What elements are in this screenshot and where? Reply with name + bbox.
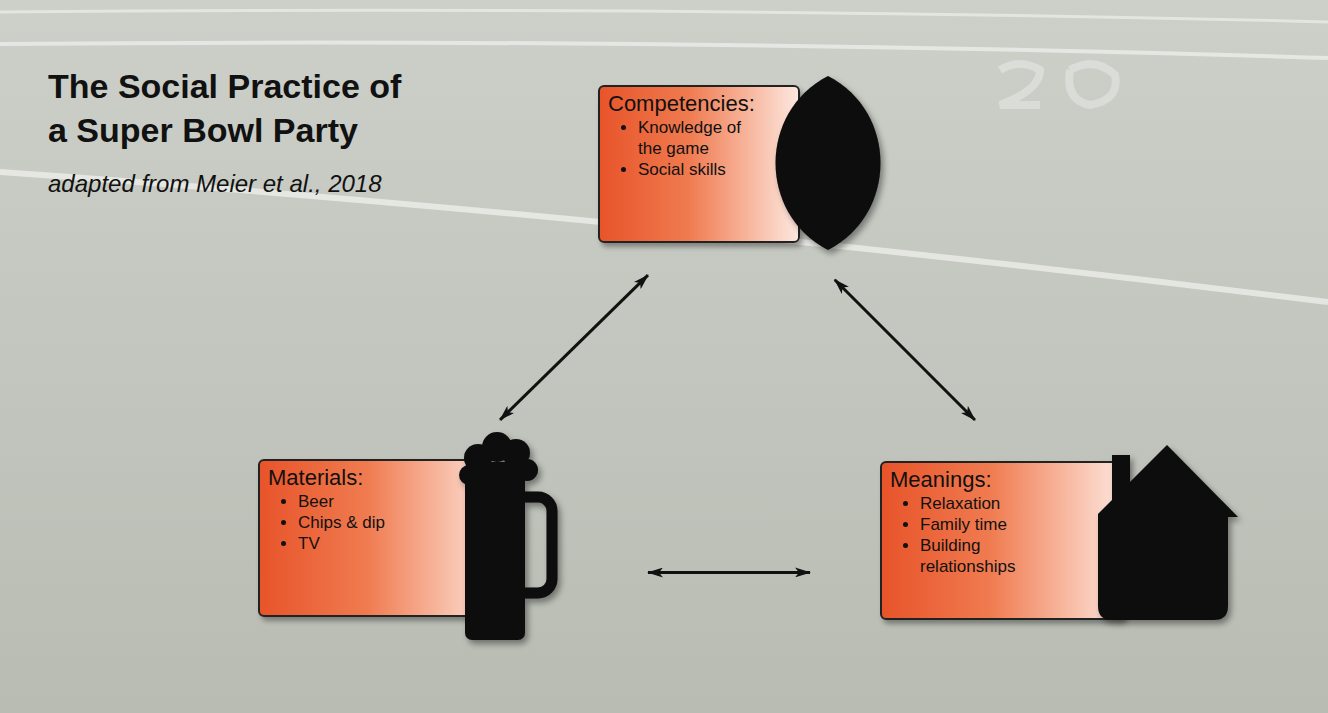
bullet-item: Beer [298, 492, 458, 513]
bullet-item: TV [298, 534, 458, 555]
bullet-item: Knowledge of the game [638, 118, 760, 159]
yard-line [0, 10, 1328, 22]
double-arrow [835, 280, 975, 420]
double-arrow [500, 275, 648, 420]
beer-mug-body [465, 462, 525, 640]
bullet-list: RelaxationFamily timeBuilding relationsh… [890, 494, 1115, 577]
beer-mug-icon [459, 432, 552, 640]
box-heading: Competencies: [608, 91, 790, 116]
football-icon [776, 76, 881, 250]
bullet-item: Family time [920, 515, 1070, 536]
practice-box: Meanings:RelaxationFamily timeBuilding r… [880, 461, 1125, 620]
bullet-list: BeerChips & dipTV [268, 492, 490, 554]
beer-foam [502, 439, 530, 467]
box-heading: Meanings: [890, 467, 1115, 492]
practice-box: Competencies:Knowledge of the gameSocial… [598, 85, 800, 243]
yard-line [0, 43, 1328, 58]
beer-foam [482, 432, 512, 462]
bullet-item: Chips & dip [298, 513, 458, 534]
beer-foam [516, 459, 538, 481]
double-arrow [648, 571, 810, 574]
beer-mug-handle [522, 497, 552, 593]
bullet-list: Knowledge of the gameSocial skills [608, 118, 790, 180]
bullet-item: Social skills [638, 160, 760, 181]
field-number [1000, 64, 1116, 105]
house-chimney [1112, 455, 1130, 510]
source-note: adapted from Meier et al., 2018 [48, 170, 468, 199]
beer-foam [459, 465, 479, 485]
house-body [1098, 445, 1238, 620]
beer-foam [464, 444, 492, 472]
box-heading: Materials: [268, 465, 490, 490]
bullet-item: Relaxation [920, 494, 1070, 515]
house-icon [1098, 445, 1238, 620]
practice-box: Materials:BeerChips & dipTV [258, 459, 500, 617]
football-icon [776, 76, 881, 250]
bullet-item: Building relationships [920, 536, 1070, 577]
diagram-title: The Social Practice of a Super Bowl Part… [48, 64, 416, 152]
